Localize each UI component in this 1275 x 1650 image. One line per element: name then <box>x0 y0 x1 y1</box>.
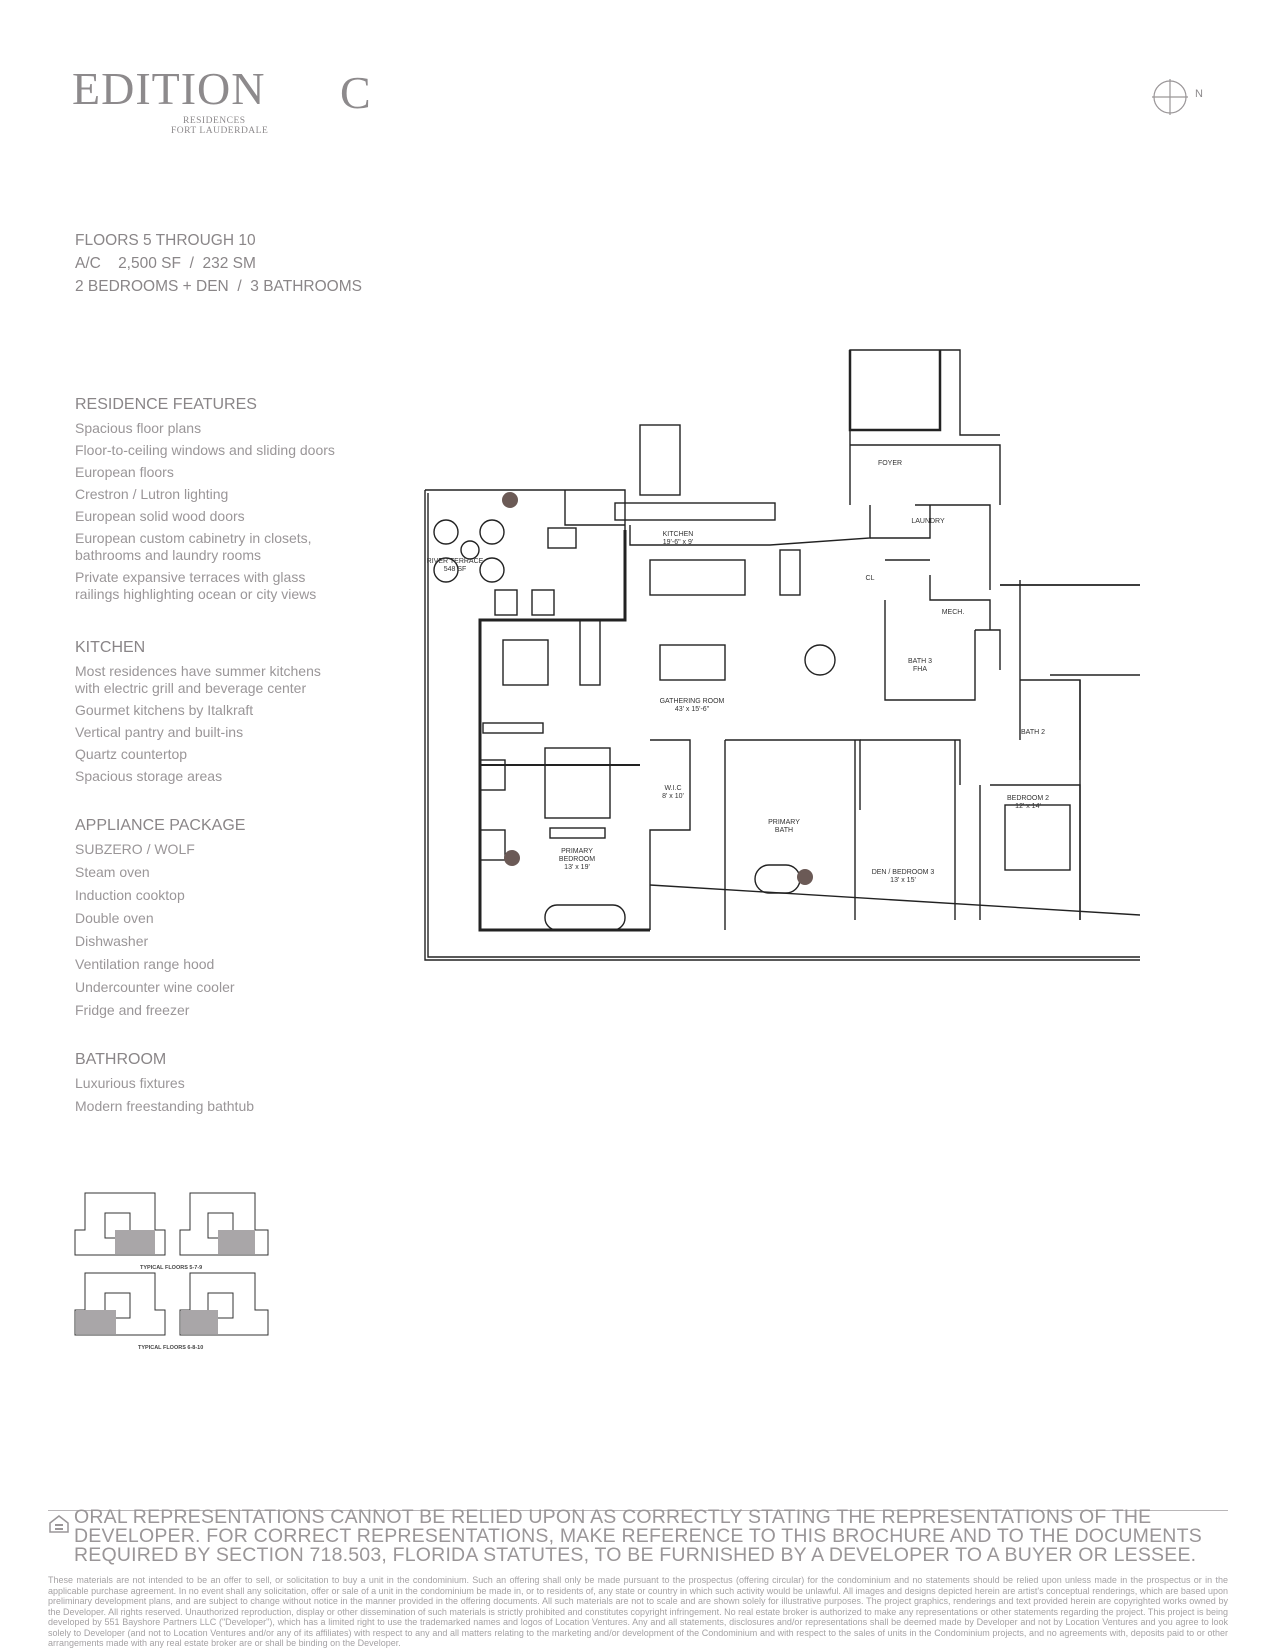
fp-den: DEN / BEDROOM 3 <box>872 869 935 876</box>
feature-item: European custom cabinetry in closets, ba… <box>75 530 312 563</box>
unit-letter: C <box>340 67 371 118</box>
feature-item: Private expansive terraces with glass ra… <box>75 569 317 602</box>
north-label: N <box>1195 88 1203 100</box>
key-plans: TYPICAL FLOORS 5-7-9 TYPICAL FLOORS 6-8-… <box>70 1185 280 1360</box>
appliance-heading: APPLIANCE PACKAGE <box>75 817 246 834</box>
feature-item: Steam oven <box>75 864 150 880</box>
feature-item: Dishwasher <box>75 933 149 949</box>
fp-bedroom2: BEDROOM 2 <box>1007 795 1049 802</box>
feature-item: Most residences have summer kitchens wit… <box>75 663 321 696</box>
bathroom-heading: BATHROOM <box>75 1051 167 1068</box>
unit-rooms: 2 BEDROOMS + DEN / 3 BATHROOMS <box>75 278 362 295</box>
fp-bedroom2-dim: 12' x 14' <box>1015 803 1041 810</box>
fp-river-terrace-area: 548 SF <box>444 566 467 573</box>
fp-bath2: BATH 2 <box>1021 729 1045 736</box>
disclaimer-statement: ORAL REPRESENTATIONS CANNOT BE RELIED UP… <box>74 1506 1202 1566</box>
floors-range: FLOORS 5 THROUGH 10 <box>75 232 256 249</box>
fp-primary-bath: PRIMARY <box>768 819 800 826</box>
fp-bath3-sub: FHA <box>913 666 927 673</box>
legal-fine-print: These materials are not intended to be a… <box>48 1575 1228 1648</box>
unit-area: A/C 2,500 SF / 232 SM <box>75 255 256 272</box>
feature-item: Modern freestanding bathtub <box>75 1098 255 1114</box>
fp-den-dim: 13' x 15' <box>890 877 916 884</box>
keyplan-label-1: TYPICAL FLOORS 5-7-9 <box>140 1265 203 1271</box>
feature-item: Floor-to-ceiling windows and sliding doo… <box>75 442 335 458</box>
feature-item: Luxurious fixtures <box>75 1075 185 1091</box>
brand-logo-subtitle-1: RESIDENCES <box>183 116 246 126</box>
fp-bath3: BATH 3 <box>908 658 932 665</box>
fp-primary-bedroom-dim: 13' x 19' <box>564 864 590 871</box>
fp-wic: W.I.C <box>664 785 681 792</box>
feature-item: Induction cooktop <box>75 887 185 903</box>
north-arrow-icon <box>1150 77 1190 122</box>
brand-logo-subtitle-2: FORT LAUDERDALE <box>171 126 269 136</box>
keyplan-label-2: TYPICAL FLOORS 6-8-10 <box>138 1345 204 1351</box>
fp-gathering-dim: 43' x 15'-6" <box>675 706 710 713</box>
feature-item: Ventilation range hood <box>75 956 215 972</box>
feature-item: Spacious storage areas <box>75 768 223 784</box>
feature-item: Crestron / Lutron lighting <box>75 486 229 502</box>
fp-river-terrace: RIVER TERRACE <box>427 558 484 565</box>
fp-mech: MECH. <box>942 609 965 616</box>
feature-item: European floors <box>75 464 174 480</box>
kitchen-heading: KITCHEN <box>75 639 146 656</box>
feature-item: Quartz countertop <box>75 746 188 762</box>
brand-logo: EDITION <box>72 63 266 114</box>
fp-primary-bedroom-2: BEDROOM <box>559 856 595 863</box>
feature-item: Gourmet kitchens by Italkraft <box>75 702 254 718</box>
floor-plan: FOYER LAUNDRY CL MECH. KITCHEN 19'-6" x … <box>400 340 1191 985</box>
fp-foyer: FOYER <box>878 460 902 467</box>
appliance-brand: SUBZERO / WOLF <box>75 841 195 857</box>
fp-cl: CL <box>866 575 875 582</box>
feature-item: Vertical pantry and built-ins <box>75 724 244 740</box>
fp-laundry: LAUNDRY <box>911 518 945 525</box>
footer-divider <box>48 1510 1228 1511</box>
feature-item: Undercounter wine cooler <box>75 979 235 995</box>
fp-kitchen: KITCHEN <box>663 531 694 538</box>
fp-primary-bedroom: PRIMARY <box>561 848 593 855</box>
fp-gathering: GATHERING ROOM <box>660 698 725 705</box>
fp-primary-bath-2: BATH <box>775 827 793 834</box>
feature-item: Spacious floor plans <box>75 420 202 436</box>
feature-item: Fridge and freezer <box>75 1002 190 1018</box>
feature-item: Double oven <box>75 910 154 926</box>
fp-wic-dim: 8' x 10' <box>662 793 684 800</box>
equal-housing-icon <box>48 1515 70 1538</box>
feature-item: European solid wood doors <box>75 508 245 524</box>
residence-features-heading: RESIDENCE FEATURES <box>75 396 257 413</box>
fp-kitchen-dim: 19'-6" x 9' <box>663 539 693 546</box>
